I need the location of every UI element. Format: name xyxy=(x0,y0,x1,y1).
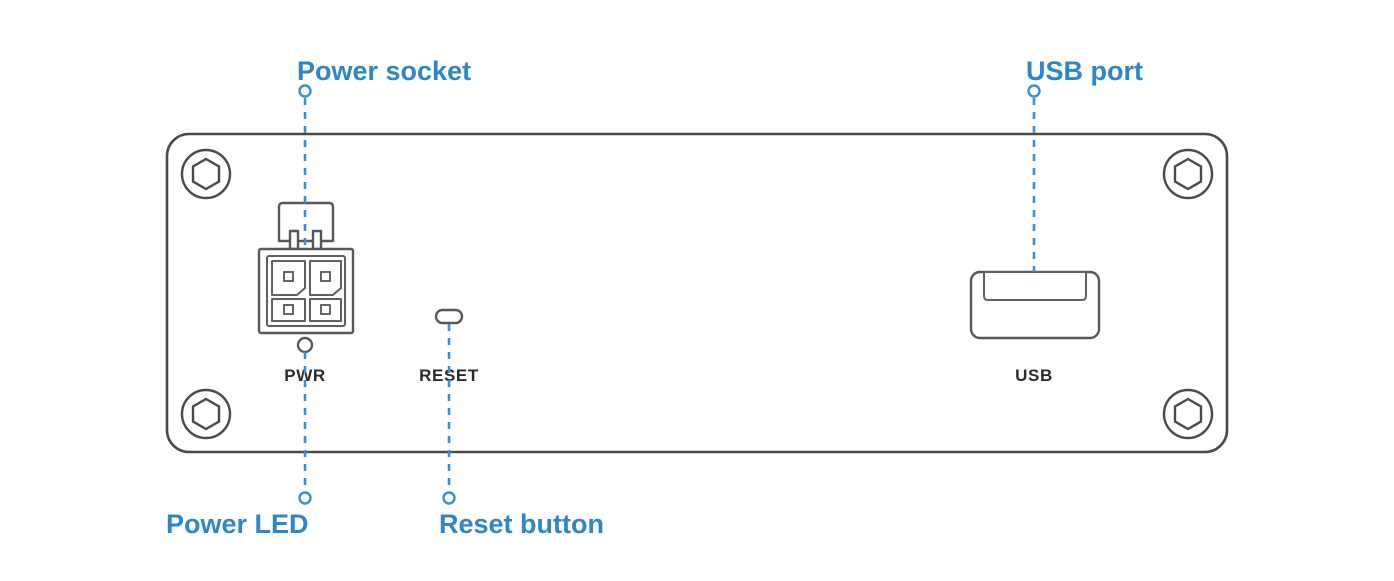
usb-port-receptacle[interactable] xyxy=(969,270,1101,340)
power-led-ring xyxy=(296,336,314,354)
screw-top-left xyxy=(180,148,232,200)
panel-outline xyxy=(165,132,1229,454)
callout-usb-port: USB port xyxy=(1026,56,1143,272)
power-pin-4 xyxy=(320,304,331,315)
reset-button-pill xyxy=(434,308,464,325)
power-socket-latch xyxy=(277,201,335,243)
callout-power-led: Power LED xyxy=(166,352,312,539)
hex-socket-icon xyxy=(1173,397,1203,431)
callout-power-socket-label: Power socket xyxy=(297,56,471,86)
callout-reset-button-label: Reset button xyxy=(439,509,604,539)
callout-power-socket: Power socket xyxy=(297,56,471,250)
power-pin-3 xyxy=(283,304,294,315)
callout-power-led-marker xyxy=(298,491,312,505)
silkscreen-label-reset: RESET xyxy=(419,366,479,385)
latch-leg-right xyxy=(311,229,323,251)
silkscreen-label-usb: USB xyxy=(1015,366,1053,385)
power-socket-connector[interactable] xyxy=(257,201,355,335)
panel-body xyxy=(165,132,1229,454)
power-pin-1 xyxy=(283,271,294,282)
latch-leg-left xyxy=(288,229,300,251)
callout-reset-button: Reset button xyxy=(439,324,604,539)
screw-bottom-left xyxy=(180,388,232,440)
callout-reset-button-marker xyxy=(442,491,456,505)
callout-power-socket-marker xyxy=(298,84,312,98)
callout-usb-port-marker xyxy=(1027,84,1041,98)
callout-usb-port-label: USB port xyxy=(1026,56,1143,86)
hex-socket-icon xyxy=(191,157,221,191)
hex-socket-icon xyxy=(191,397,221,431)
screw-bottom-right xyxy=(1162,388,1214,440)
hex-socket-icon xyxy=(1173,157,1203,191)
power-led-indicator xyxy=(296,336,314,354)
usb-tongue-slot xyxy=(983,271,1087,301)
power-pin-2 xyxy=(320,271,331,282)
reset-button-control[interactable] xyxy=(434,308,464,325)
callout-power-led-label: Power LED xyxy=(166,509,309,539)
screw-top-right xyxy=(1162,148,1214,200)
silkscreen-label-pwr: PWR xyxy=(284,366,325,385)
